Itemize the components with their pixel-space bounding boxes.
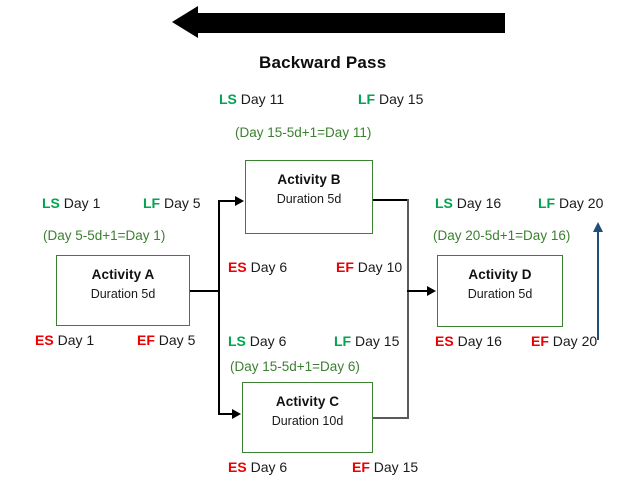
- activity-d-ls-label: LS Day 16: [435, 196, 501, 210]
- activity-c-duration: Duration 10d: [271, 414, 344, 428]
- activity-c-ef-value: Day 15: [373, 459, 419, 475]
- connector-a-to-b-arrowhead-icon: [235, 195, 244, 206]
- activity-c-title: Activity C: [275, 394, 340, 409]
- activity-a-ef-value: Day 5: [158, 332, 196, 348]
- activity-d-title: Activity D: [468, 267, 532, 282]
- activity-a-es-code: ES: [35, 332, 54, 348]
- activity-c-formula: (Day 15-5d+1=Day 6): [230, 359, 360, 374]
- activity-c-ls-code: LS: [228, 333, 246, 349]
- activity-a-lf-code: LF: [143, 195, 161, 211]
- connector-a-to-c-arrowhead-icon: [232, 408, 241, 419]
- connector-a-to-c: [218, 413, 234, 415]
- connector-a-out: [190, 290, 220, 292]
- activity-a-ls-value: Day 1: [63, 195, 101, 211]
- activity-d-ef-code: EF: [531, 333, 549, 349]
- activity-a-ls-label: LS Day 1: [42, 196, 100, 210]
- backward-arrow-shaft: [197, 13, 505, 33]
- backward-pass-origin-arrow-shaft: [597, 232, 599, 340]
- activity-b-es-label: ES Day 6: [228, 260, 287, 274]
- activity-c-es-code: ES: [228, 459, 247, 475]
- activity-a-ls-code: LS: [42, 195, 60, 211]
- activity-a-duration: Duration 5d: [90, 287, 156, 301]
- activity-d-formula: (Day 20-5d+1=Day 16): [433, 228, 571, 243]
- activity-c-box: Activity C Duration 10d: [242, 382, 373, 453]
- activity-b-ls-code: LS: [219, 91, 237, 107]
- activity-c-lf-label: LF Day 15: [334, 334, 399, 348]
- activity-d-ef-label: EF Day 20: [531, 334, 597, 348]
- activity-d-box: Activity D Duration 5d: [437, 255, 563, 327]
- backward-pass-origin-arrow-head-icon: [592, 222, 603, 232]
- activity-d-ef-value: Day 20: [552, 333, 598, 349]
- activity-b-ef-value: Day 10: [357, 259, 403, 275]
- connector-to-d: [407, 290, 429, 292]
- activity-a-lf-label: LF Day 5: [143, 196, 201, 210]
- connector-a-to-b: [218, 200, 237, 202]
- activity-c-lf-code: LF: [334, 333, 352, 349]
- activity-d-ls-code: LS: [435, 195, 453, 211]
- activity-d-lf-value: Day 20: [559, 195, 604, 211]
- activity-b-formula: (Day 15-5d+1=Day 11): [235, 125, 372, 140]
- activity-c-es-label: ES Day 6: [228, 460, 287, 474]
- activity-a-title: Activity A: [91, 267, 155, 282]
- activity-b-lf-code: LF: [358, 91, 376, 107]
- activity-a-es-label: ES Day 1: [35, 333, 94, 347]
- activity-c-lf-value: Day 15: [355, 333, 400, 349]
- activity-b-ls-label: LS Day 11: [219, 92, 284, 106]
- activity-b-duration: Duration 5d: [276, 192, 342, 206]
- connector-split-spine: [218, 200, 220, 414]
- activity-a-ef-label: EF Day 5: [137, 333, 195, 347]
- activity-a-ef-code: EF: [137, 332, 155, 348]
- connector-merge-spine: [407, 199, 409, 418]
- activity-b-box: Activity B Duration 5d: [245, 160, 373, 234]
- connector-b-out: [373, 199, 408, 201]
- activity-a-box: Activity A Duration 5d: [56, 255, 190, 326]
- activity-c-ef-label: EF Day 15: [352, 460, 418, 474]
- activity-d-es-label: ES Day 16: [435, 334, 502, 348]
- activity-c-ls-label: LS Day 6: [228, 334, 286, 348]
- connector-c-out: [373, 417, 409, 419]
- activity-d-duration: Duration 5d: [467, 287, 533, 301]
- activity-b-title: Activity B: [277, 172, 341, 187]
- activity-b-es-code: ES: [228, 259, 247, 275]
- activity-b-lf-label: LF Day 15: [358, 92, 423, 106]
- activity-d-lf-code: LF: [538, 195, 556, 211]
- activity-d-es-value: Day 16: [457, 333, 502, 349]
- activity-b-es-value: Day 6: [250, 259, 288, 275]
- page-title: Backward Pass: [259, 53, 387, 72]
- activity-b-ef-label: EF Day 10: [336, 260, 402, 274]
- activity-b-ef-code: EF: [336, 259, 354, 275]
- activity-d-ls-value: Day 16: [456, 195, 502, 211]
- activity-a-lf-value: Day 5: [164, 195, 201, 211]
- activity-b-lf-value: Day 15: [379, 91, 424, 107]
- activity-d-es-code: ES: [435, 333, 454, 349]
- activity-c-es-value: Day 6: [250, 459, 288, 475]
- activity-a-formula: (Day 5-5d+1=Day 1): [43, 228, 166, 243]
- activity-a-es-value: Day 1: [57, 332, 95, 348]
- activity-d-lf-label: LF Day 20: [538, 196, 603, 210]
- activity-b-ls-value: Day 11: [240, 91, 285, 107]
- backward-arrow-head-icon: [172, 6, 198, 38]
- connector-to-d-arrowhead-icon: [427, 285, 436, 296]
- activity-c-ef-code: EF: [352, 459, 370, 475]
- activity-c-ls-value: Day 6: [249, 333, 287, 349]
